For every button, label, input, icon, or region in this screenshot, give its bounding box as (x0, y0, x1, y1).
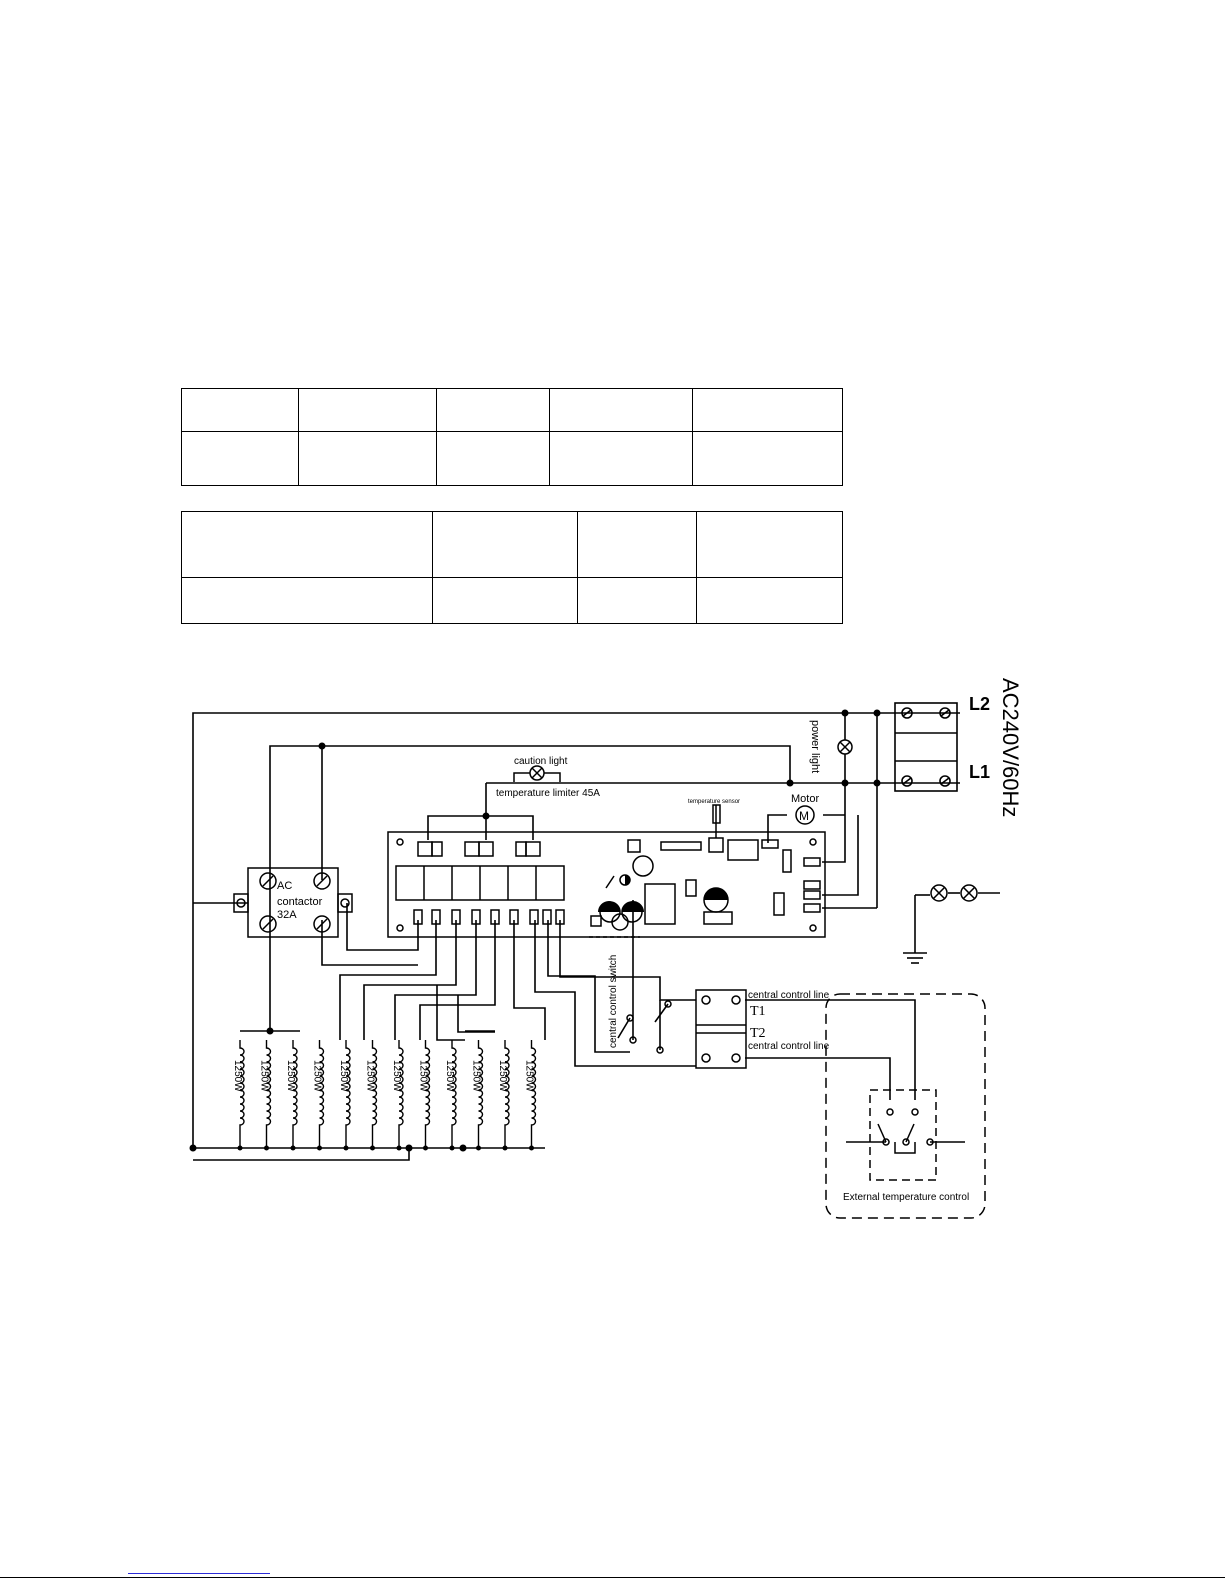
motor-icon (795, 805, 815, 825)
heater-rating-label: 1250W (471, 1060, 482, 1092)
table-cell (181, 511, 433, 578)
heater-rating-label: 1250W (232, 1060, 243, 1092)
heater-element: 1250W (444, 1040, 457, 1151)
contactor-ac-label: AC (277, 880, 292, 892)
heater-element: 1250W (418, 1040, 431, 1151)
heater-element: 1250W (365, 1040, 378, 1151)
spec-table-2 (181, 511, 843, 624)
power-light-lamp-icon (837, 739, 853, 755)
footer-link-underline[interactable] (128, 1573, 270, 1574)
heater-junction (343, 1145, 349, 1151)
contactor-name-label: contactor (277, 896, 323, 908)
terminal-l2-label: L2 (969, 694, 990, 714)
heater-coil (451, 1040, 457, 1148)
motor-label: Motor (791, 793, 819, 805)
heater-coil (318, 1040, 325, 1148)
heater-element: 1250W (285, 1040, 298, 1151)
heater-rating-label: 1250W (285, 1060, 296, 1092)
table-cell (577, 577, 697, 624)
terminal-t1-label: T1 (750, 1004, 766, 1019)
ac-contactor (233, 867, 353, 938)
caution-light-label: caution light (514, 756, 568, 767)
heater-element: 1250W (471, 1040, 484, 1151)
heater-rating-label: 1250W (259, 1060, 270, 1092)
table-cell (549, 431, 693, 486)
table-cell (181, 431, 299, 486)
heater-junction (290, 1145, 296, 1151)
caution-light-lamp-icon (513, 765, 561, 782)
motor-symbol: M (799, 809, 809, 823)
table-cell (436, 388, 550, 432)
heater-junction (423, 1145, 428, 1151)
heater-coil (398, 1040, 404, 1148)
footer-divider (0, 1577, 1225, 1578)
heater-coil (292, 1040, 298, 1148)
indicator-lamp-icons (930, 884, 978, 902)
heater-element: 1250W (391, 1040, 404, 1151)
heater-coil (371, 1040, 378, 1148)
central-control-line-2-label: central control line (748, 1041, 830, 1052)
table-cell (577, 511, 697, 578)
heater-junction (370, 1145, 375, 1151)
table-cell (432, 511, 578, 578)
table-cell (298, 431, 437, 486)
terminal-t2-label: T2 (750, 1026, 766, 1041)
temperature-sensor-label: temperature sensor (688, 799, 740, 805)
heater-element: 1250W (497, 1040, 510, 1151)
heater-junction (476, 1145, 481, 1151)
heater-coil (345, 1040, 351, 1148)
heater-rating-label: 1250W (418, 1060, 429, 1092)
power-terminal-block (894, 702, 958, 792)
heater-rating-label: 1250W (338, 1060, 349, 1092)
supply-voltage-label: AC240V/60Hz (998, 678, 1023, 817)
heater-element: 1250W (524, 1040, 537, 1151)
external-temperature-control (825, 993, 986, 1219)
central-control-terminal-block (626, 989, 747, 1069)
heater-rating-label: 1250W (524, 1060, 535, 1092)
heater-coil (239, 1040, 245, 1148)
table-cell (432, 577, 578, 624)
heater-coil (530, 1040, 537, 1148)
heater-rating-label: 1250W (312, 1060, 323, 1092)
heater-junction (264, 1145, 269, 1151)
spec-table-1 (181, 388, 843, 486)
table-cell (181, 577, 433, 624)
heater-junction (317, 1145, 322, 1151)
central-control-line-1-label: central control line (748, 990, 830, 1001)
control-board (387, 804, 826, 938)
heater-element: 1250W (338, 1040, 351, 1151)
central-control-switch-label: central control switch (608, 955, 619, 1048)
heater-rating-label: 1250W (497, 1060, 508, 1092)
heater-rating-label: 1250W (365, 1060, 376, 1092)
table-cell (696, 511, 843, 578)
heater-coil (265, 1040, 272, 1148)
temperature-limiter-label: temperature limiter 45A (496, 788, 600, 799)
heater-coil (477, 1040, 484, 1148)
table-cell (436, 431, 550, 486)
heater-junction (237, 1145, 243, 1151)
heater-junction (502, 1145, 508, 1151)
heater-element: 1250W (312, 1040, 325, 1151)
junction-dots (189, 709, 881, 1152)
power-light-label: power light (809, 720, 821, 773)
wires (192, 712, 1000, 1161)
board-filled-components (598, 875, 728, 912)
heater-coil (504, 1040, 510, 1148)
heater-rating-label: 1250W (444, 1060, 455, 1092)
heater-coil (424, 1040, 431, 1148)
heater-junction (449, 1145, 455, 1151)
heater-element: 1250W (259, 1040, 272, 1151)
terminal-l1-label: L1 (969, 762, 990, 782)
heater-junction (396, 1145, 402, 1151)
heater-elements: 1250W 1250W 1250W 1250W 1250W 1250W 1250W 1250W… (232, 1040, 537, 1151)
external-temperature-control-label: External temperature control (843, 1192, 969, 1203)
contactor-rating-label: 32A (277, 909, 297, 921)
table-cell (696, 577, 843, 624)
heater-rating-label: 1250W (391, 1060, 402, 1092)
heater-element: 1250W (232, 1040, 245, 1151)
table-cell (692, 431, 843, 486)
heater-junction (529, 1145, 534, 1151)
